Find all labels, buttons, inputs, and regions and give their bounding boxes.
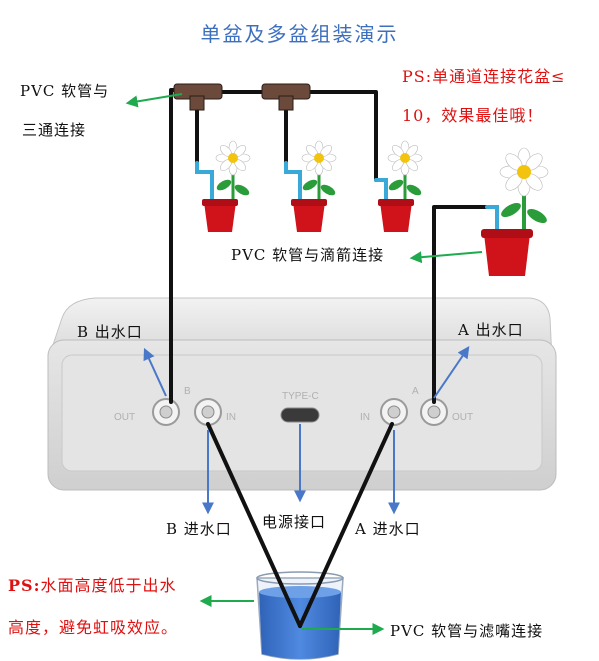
tee-connector-1: [173, 83, 223, 111]
pointer-outlet-b: [143, 347, 167, 397]
port-a-out: [420, 398, 448, 426]
flower-pot-2: [291, 140, 337, 232]
port-b-in: [194, 398, 222, 426]
label-power-port: 电源接口: [262, 513, 327, 531]
diagram-title: 单盆及多盆组装演示: [200, 22, 399, 46]
ps-bottom-prefix: PS:: [8, 576, 41, 595]
controller-device: OUT B IN TYPE-C IN A OUT: [47, 297, 557, 491]
flower-pot-3: [378, 140, 423, 232]
label-inlet-a: A 进水口: [355, 520, 421, 538]
label-outlet-b: B 出水口: [77, 323, 143, 341]
device-text-out-left: OUT: [114, 412, 135, 423]
label-pvc-drip: PVC 软管与滴箭连接: [231, 246, 385, 264]
port-b-out: [152, 398, 180, 426]
tee-connector-2: [261, 83, 311, 111]
device-text-port-a: A: [412, 386, 419, 397]
pointer-drip: [409, 251, 483, 264]
green-pointers: [125, 93, 483, 635]
ps-bottom-line1: PS:水面高度低于出水: [8, 572, 177, 596]
ps-top-line2: 10，效果最佳哦！: [402, 106, 544, 125]
pointer-tee: [125, 93, 183, 108]
typec-port: [280, 407, 320, 423]
label-pvc-tee-line2: 三通连接: [22, 121, 87, 139]
device-text-port-b: B: [184, 386, 191, 397]
label-pvc-tee-line1: PVC 软管与: [20, 82, 110, 100]
device-text-in-right: IN: [360, 412, 370, 423]
blue-pointers: [143, 346, 470, 515]
water-cup: [256, 571, 344, 660]
device-text-typec: TYPE-C: [282, 391, 319, 402]
device-text-out-right: OUT: [452, 412, 473, 423]
device-text-in-left: IN: [226, 412, 236, 423]
drip-emitters: [195, 161, 499, 234]
flower-pot-4: [481, 147, 549, 276]
ps-bottom-line2: 高度，避免虹吸效应。: [8, 618, 179, 637]
port-a-in: [380, 398, 408, 426]
flower-pot-1: [202, 140, 251, 232]
label-inlet-b: B 进水口: [166, 520, 232, 538]
label-pvc-filter: PVC 软管与滤嘴连接: [390, 622, 544, 640]
ps-bottom-line1-text: 水面高度低于出水: [40, 576, 177, 595]
pointer-outlet-a: [433, 346, 470, 399]
ps-top-line1: PS:单通道连接花盆≤: [402, 67, 566, 86]
label-outlet-a: A 出水口: [458, 321, 524, 339]
